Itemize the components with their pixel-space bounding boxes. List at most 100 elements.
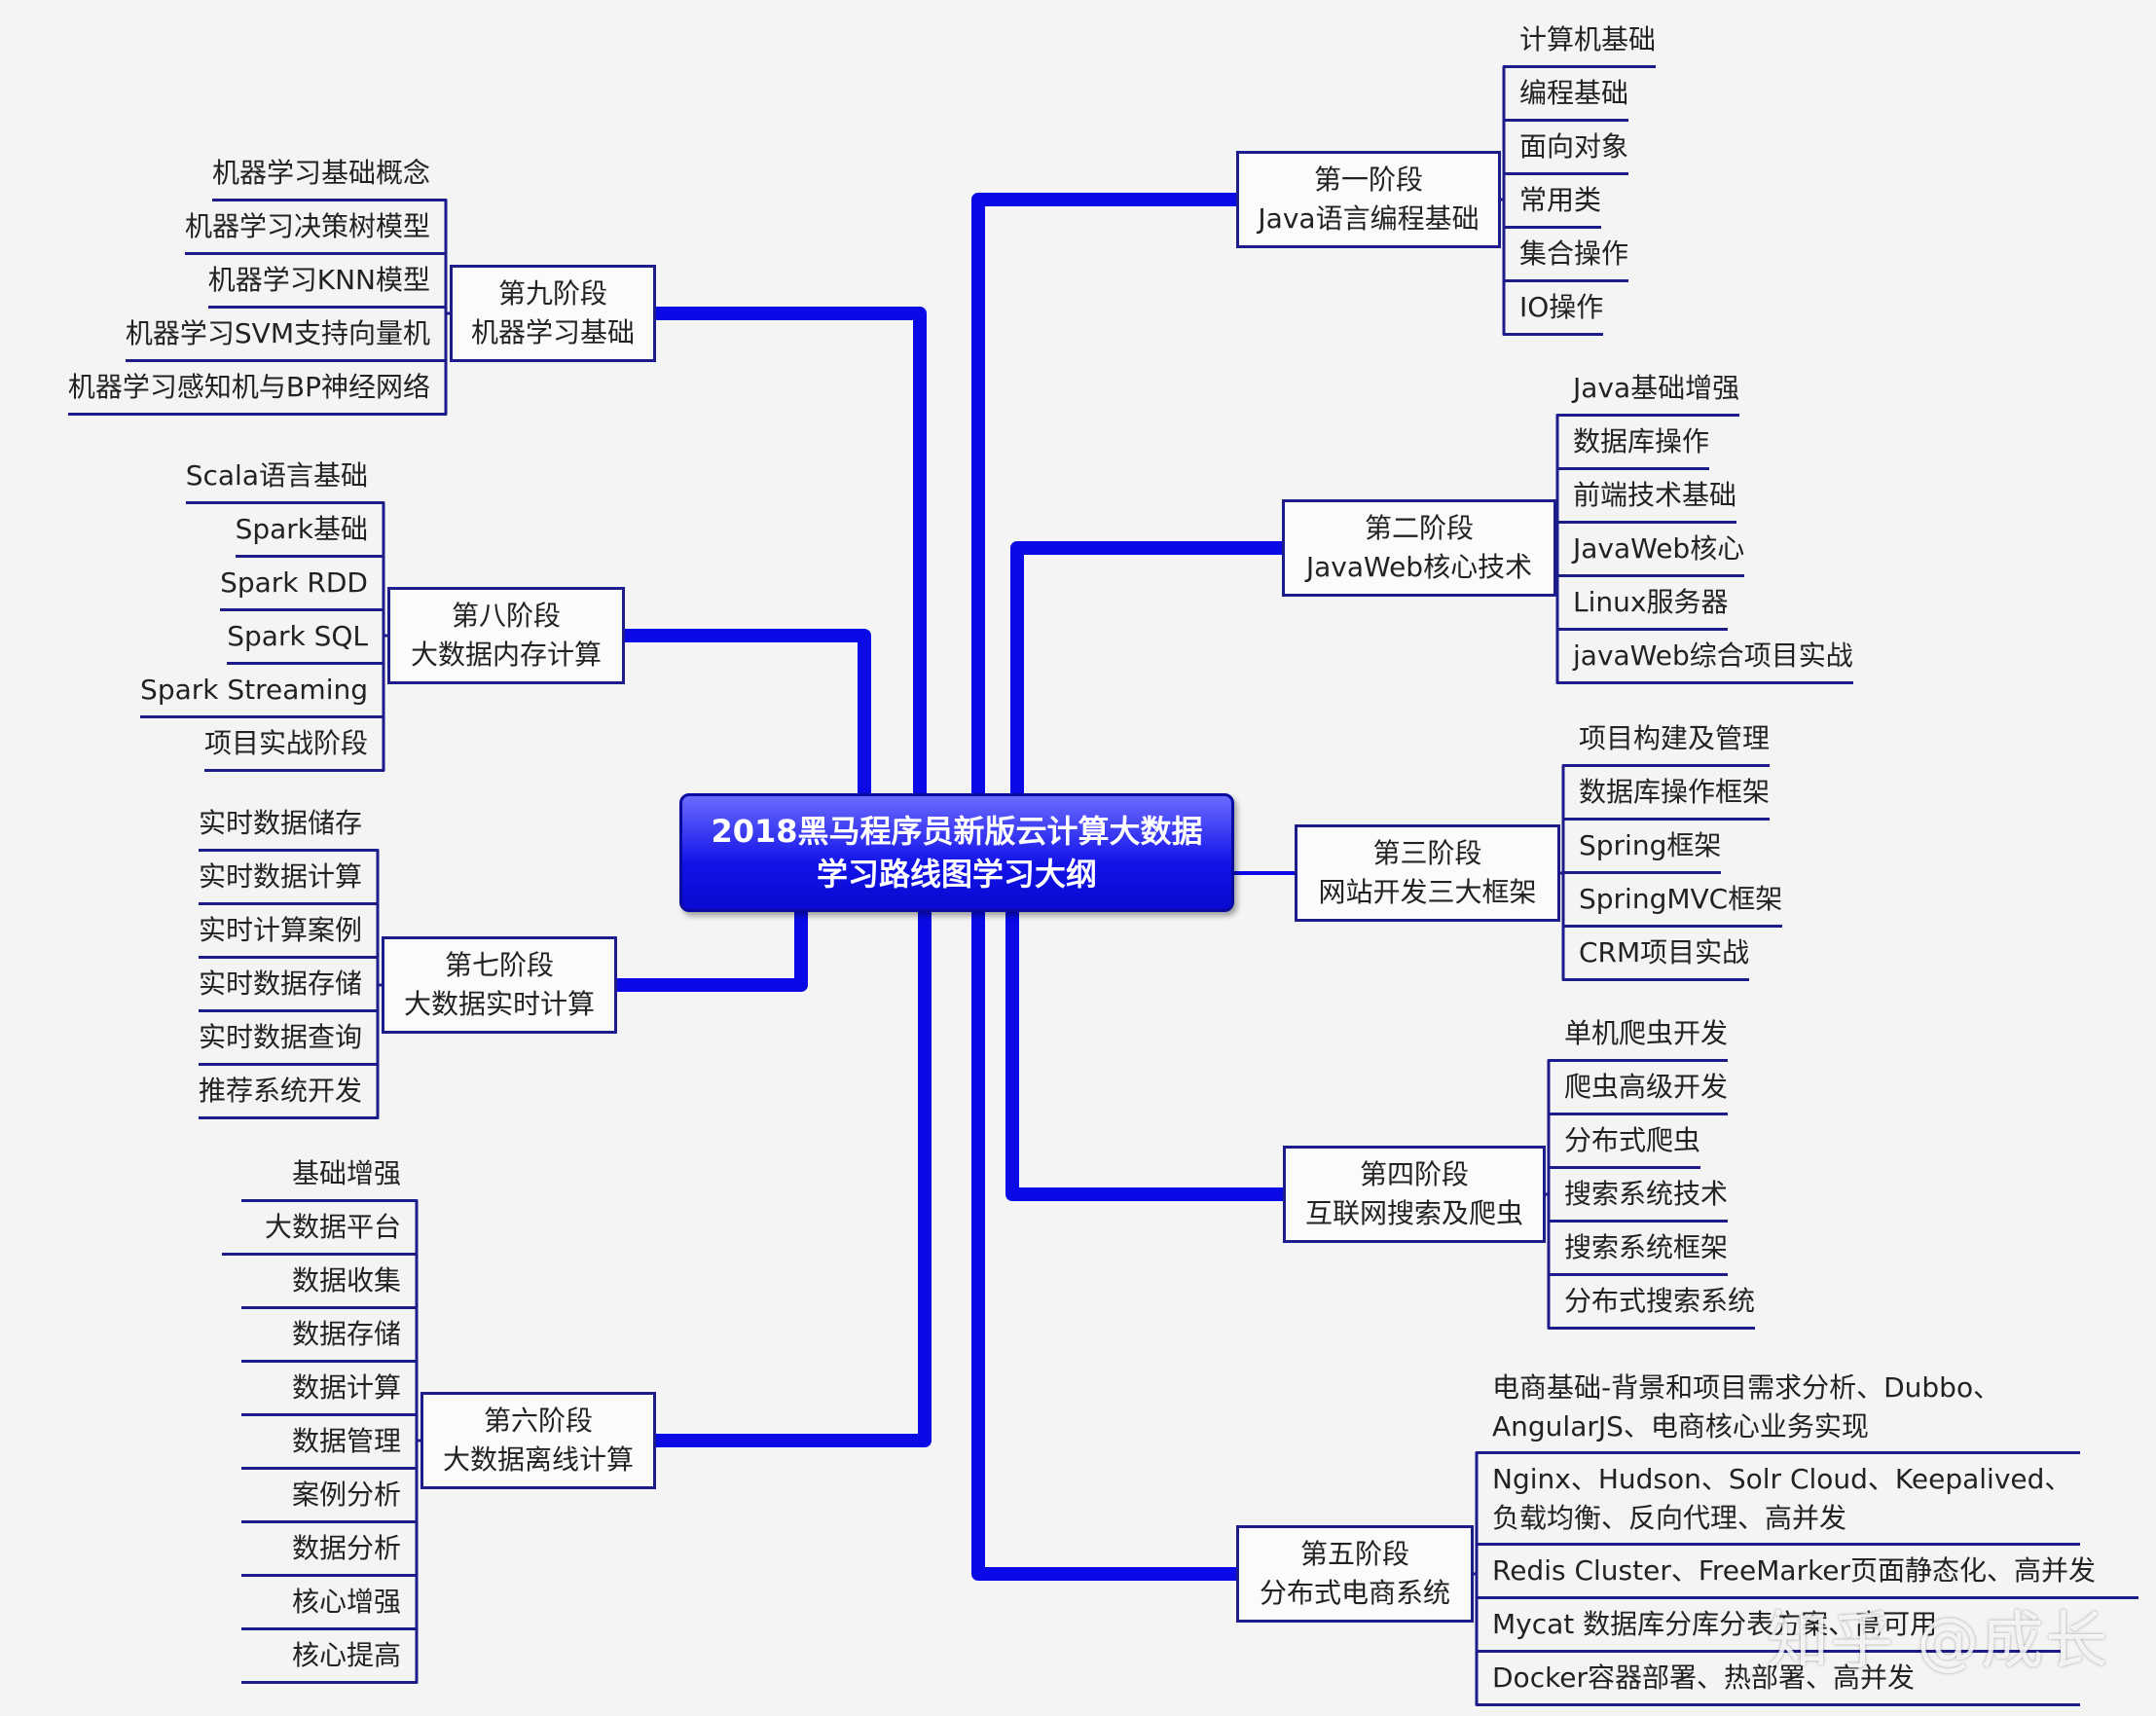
topic-item[interactable]: 常用类 [1504, 175, 1602, 229]
topic-text: 项目构建及管理 [1579, 722, 1771, 754]
topic-item[interactable]: 机器学习SVM支持向量机 [125, 309, 446, 362]
stage-node-3[interactable]: 第三阶段网站开发三大框架 [1295, 824, 1560, 922]
topic-item[interactable]: 推荐系统开发 [198, 1066, 378, 1119]
topic-item[interactable]: Linux服务器 [1557, 577, 1729, 631]
topic-item[interactable]: SpringMVC框架 [1563, 874, 1783, 928]
topic-item[interactable]: 机器学习决策树模型 [184, 201, 446, 255]
stage-title: 第一阶段 [1313, 164, 1423, 196]
connector-stage2 [1010, 541, 1289, 810]
topic-item[interactable]: 集合操作 [1504, 229, 1629, 282]
stage-subtitle: JavaWeb核心技术 [1305, 551, 1533, 583]
topic-item[interactable]: 数据存储 [241, 1309, 417, 1363]
topic-item[interactable]: 大数据平台 [222, 1202, 417, 1256]
stage-title: 第四阶段 [1359, 1158, 1469, 1190]
topic-item[interactable]: 实时计算案例 [198, 905, 378, 959]
topic-item[interactable]: 分布式爬虫 [1549, 1115, 1701, 1169]
topic-item[interactable]: Spark Streaming [140, 665, 384, 718]
topic-item[interactable]: 核心增强 [241, 1577, 417, 1630]
topic-item[interactable]: Spring框架 [1563, 821, 1722, 874]
topic-text: 大数据平台 [264, 1211, 401, 1243]
topic-item[interactable]: 机器学习基础概念 [211, 148, 446, 201]
topic-item[interactable]: 项目实战阶段 [203, 718, 384, 772]
topic-text: 机器学习基础概念 [211, 157, 430, 189]
topic-item[interactable]: 数据库操作 [1557, 417, 1710, 470]
topic-item[interactable]: Java基础增强 [1557, 363, 1740, 417]
stage-subtitle: 网站开发三大框架 [1318, 876, 1537, 908]
topic-text: Scala语言基础 [185, 459, 368, 492]
topic-item[interactable]: 案例分析 [241, 1470, 417, 1523]
topic-item[interactable]: 数据计算 [241, 1363, 417, 1416]
topic-item[interactable]: 实时数据存储 [198, 959, 378, 1012]
topic-text: SpringMVC框架 [1579, 883, 1783, 915]
stage-subtitle: 机器学习基础 [470, 316, 635, 348]
topic-item[interactable]: IO操作 [1504, 282, 1604, 336]
topic-item[interactable]: 数据收集 [241, 1256, 417, 1309]
topic-text: Spark SQL [227, 620, 368, 652]
stage-title: 第七阶段 [444, 949, 554, 981]
topic-item[interactable]: 分布式搜索系统 [1549, 1276, 1756, 1330]
stage-node-8[interactable]: 第八阶段大数据内存计算 [387, 587, 625, 684]
topic-text: 电商基础-背景和项目需求分析、Dubbo、 [1492, 1370, 2001, 1404]
topic-item[interactable]: 前端技术基础 [1557, 470, 1737, 524]
topic-item[interactable]: 机器学习KNN模型 [207, 255, 446, 309]
topic-item[interactable]: CRM项目实战 [1563, 928, 1750, 981]
stage-node-5[interactable]: 第五阶段分布式电商系统 [1236, 1525, 1474, 1623]
topic-item[interactable]: 编程基础 [1504, 68, 1629, 122]
topic-item[interactable]: Docker容器部署、热部署、高并发 [1477, 1653, 2080, 1706]
topic-item[interactable]: 数据库操作框架 [1563, 767, 1771, 821]
topic-item[interactable]: 实时数据储存 [198, 798, 378, 852]
topic-item[interactable]: 机器学习感知机与BP神经网络 [67, 362, 446, 416]
topic-item[interactable]: 数据分析 [241, 1523, 417, 1577]
stage-node-6[interactable]: 第六阶段大数据离线计算 [420, 1392, 656, 1489]
stage-node-4[interactable]: 第四阶段互联网搜索及爬虫 [1283, 1146, 1546, 1243]
topic-text: Spark Streaming [140, 674, 368, 706]
topic-item[interactable]: 实时数据计算 [198, 852, 378, 905]
stage-node-1[interactable]: 第一阶段 Java语言编程基础 [1236, 151, 1501, 248]
stage-subtitle: 互联网搜索及爬虫 [1304, 1197, 1523, 1229]
topic-text: 项目实战阶段 [203, 727, 368, 759]
topic-item[interactable]: JavaWeb核心 [1557, 524, 1745, 577]
topic-item[interactable]: 搜索系统框架 [1549, 1223, 1729, 1276]
connector-stage1 [971, 193, 1243, 810]
topic-item[interactable]: 实时数据查询 [198, 1012, 378, 1066]
stage-node-7[interactable]: 第七阶段大数据实时计算 [382, 936, 617, 1034]
topic-item[interactable]: 爬虫高级开发 [1549, 1062, 1729, 1115]
stage-subtitle: 大数据离线计算 [442, 1443, 634, 1476]
topic-item[interactable]: 基础增强 [241, 1149, 417, 1202]
stage-title: 第九阶段 [497, 277, 607, 310]
central-topic[interactable]: 2018黑马程序员新版云计算大数据 学习路线图学习大纲 [679, 793, 1234, 912]
stage-subtitle: 大数据内存计算 [410, 639, 602, 671]
topic-text: 数据计算 [291, 1371, 401, 1404]
topic-text: 机器学习SVM支持向量机 [125, 317, 430, 349]
topic-item[interactable]: 项目构建及管理 [1563, 713, 1771, 767]
stage-title: 第六阶段 [483, 1405, 593, 1437]
topic-text: 实时数据储存 [198, 807, 362, 839]
topic-text: Spark RDD [220, 566, 368, 599]
stage-node-9[interactable]: 第九阶段机器学习基础 [450, 265, 656, 362]
topic-item[interactable]: 数据管理 [241, 1416, 417, 1470]
stage-subtitle: Java语言编程基础 [1258, 202, 1480, 235]
topic-item[interactable]: Spark RDD [220, 558, 384, 611]
topic-item[interactable]: 电商基础-背景和项目需求分析、Dubbo、 AngularJS、电商核心业务实现 [1477, 1363, 2080, 1454]
topic-item[interactable]: Spark SQL [227, 611, 384, 665]
topic-text: 核心增强 [291, 1586, 401, 1618]
topic-item[interactable]: 单机爬虫开发 [1549, 1008, 1729, 1062]
topic-item[interactable]: Mycat 数据库分库分表方案、高可用 [1477, 1599, 2061, 1653]
topic-item[interactable]: 核心提高 [241, 1630, 417, 1684]
topic-item[interactable]: Redis Cluster、FreeMarker页面静态化、高并发 [1477, 1546, 2138, 1599]
topic-text: AngularJS、电商核心业务实现 [1492, 1409, 1869, 1442]
topic-item[interactable]: Nginx、Hudson、Solr Cloud、Keepalived、负载均衡、… [1477, 1454, 2080, 1546]
topic-text: 基础增强 [291, 1157, 401, 1189]
topic-item[interactable]: 面向对象 [1504, 122, 1629, 175]
topic-item[interactable]: javaWeb综合项目实战 [1557, 631, 1853, 684]
topic-item[interactable]: 计算机基础 [1504, 15, 1657, 68]
topic-item[interactable]: 搜索系统技术 [1549, 1169, 1729, 1223]
topic-item[interactable]: Scala语言基础 [185, 451, 384, 504]
topic-text: CRM项目实战 [1579, 936, 1750, 968]
topic-text: 爬虫高级开发 [1564, 1071, 1729, 1103]
topic-text: Java基础增强 [1573, 372, 1740, 404]
topic-item[interactable]: Spark基础 [235, 504, 384, 558]
